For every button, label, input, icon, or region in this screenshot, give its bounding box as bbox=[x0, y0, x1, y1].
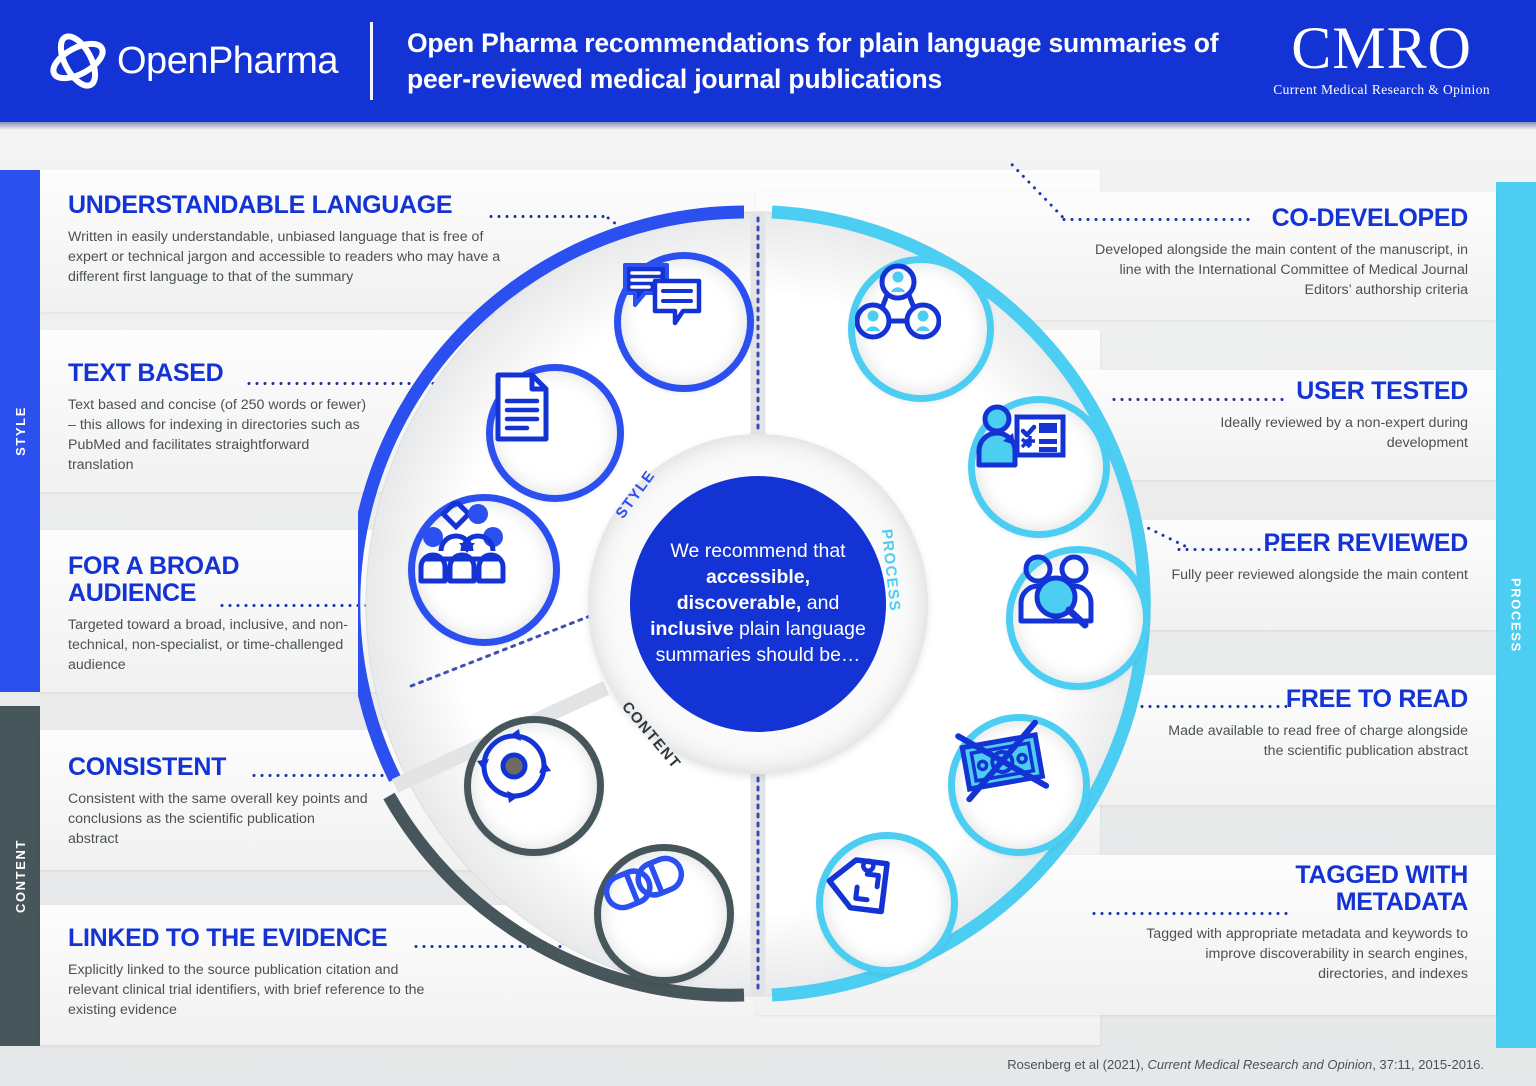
citation-suffix: , 37:11, 2015-2016. bbox=[1372, 1057, 1484, 1072]
recommendation-title: USER TESTED bbox=[1296, 377, 1468, 405]
leader-line bbox=[1175, 548, 1285, 551]
header-divider bbox=[370, 22, 374, 100]
category-bar-style-label: STYLE bbox=[12, 406, 28, 456]
recommendation-tagged-metadata: TAGGED WITH METADATA Tagged with appropr… bbox=[1138, 862, 1468, 984]
recommendation-wheel: We recommend that accessible, discoverab… bbox=[358, 168, 1158, 1040]
citation-journal: Current Medical Research and Opinion bbox=[1147, 1057, 1373, 1072]
leader-line bbox=[245, 382, 500, 385]
recommendation-understandable-language: UNDERSTANDABLE LANGUAGE Written in easil… bbox=[68, 192, 518, 287]
recommendation-consistent: CONSISTENT Consistent with the same over… bbox=[68, 754, 368, 849]
openpharma-logo: OpenPharma bbox=[45, 28, 339, 94]
icon-bubble-user-tested[interactable] bbox=[968, 396, 1110, 538]
citation-footer: Rosenberg et al (2021), Current Medical … bbox=[1007, 1057, 1484, 1072]
recommendation-title: CONSISTENT bbox=[68, 753, 227, 781]
recommendation-title: FOR A BROAD AUDIENCE bbox=[68, 552, 240, 607]
recommendation-broad-audience: FOR A BROAD AUDIENCE Targeted toward a b… bbox=[68, 553, 358, 675]
citation-prefix: Rosenberg et al (2021), bbox=[1007, 1057, 1148, 1072]
cmro-logo: CMRO Current Medical Research & Opinion bbox=[1273, 18, 1490, 98]
recommendation-title: FREE TO READ bbox=[1285, 685, 1468, 713]
recommendation-title: CO-DEVELOPED bbox=[1271, 204, 1469, 232]
recommendation-body: Text based and concise (of 250 words or … bbox=[68, 397, 367, 474]
recommendation-free-to-read: FREE TO READ Made available to read free… bbox=[1168, 686, 1468, 761]
recommendation-body: Written in easily understandable, unbias… bbox=[68, 229, 501, 286]
recommendation-linked-evidence: LINKED TO THE EVIDENCE Explicitly linked… bbox=[68, 925, 448, 1020]
recommendation-title: LINKED TO THE EVIDENCE bbox=[68, 924, 388, 952]
category-bar-content: CONTENT bbox=[0, 706, 40, 1046]
openpharma-atom-icon bbox=[45, 28, 111, 94]
leader-line bbox=[1110, 398, 1285, 401]
leader-line bbox=[1122, 705, 1287, 708]
recommendation-text-based: TEXT BASED Text based and concise (of 25… bbox=[68, 360, 368, 476]
icon-bubble-broad-audience[interactable] bbox=[408, 494, 560, 646]
category-bar-process-label: PROCESS bbox=[1508, 577, 1524, 653]
recommendation-body: Fully peer reviewed alongside the main c… bbox=[1171, 567, 1468, 583]
wheel-hub: We recommend that accessible, discoverab… bbox=[588, 434, 928, 774]
page-title: Open Pharma recommendations for plain la… bbox=[407, 27, 1219, 94]
leader-line bbox=[1060, 218, 1250, 221]
recommendation-title: PEER REVIEWED bbox=[1263, 529, 1469, 557]
hub-core-text: We recommend that accessible, discoverab… bbox=[650, 540, 866, 666]
hub-core-message: We recommend that accessible, discoverab… bbox=[630, 476, 886, 732]
recommendation-body: Tagged with appropriate metadata and key… bbox=[1146, 926, 1468, 983]
icon-bubble-peer-reviewed[interactable] bbox=[1006, 546, 1150, 690]
recommendation-body: Developed alongside the main content of … bbox=[1094, 242, 1468, 299]
category-bar-process: PROCESS bbox=[1496, 182, 1536, 1048]
cmro-abbrev: CMRO bbox=[1291, 15, 1472, 81]
openpharma-wordmark: OpenPharma bbox=[117, 39, 339, 82]
icon-bubble-consistent[interactable] bbox=[464, 716, 604, 856]
leader-line bbox=[218, 604, 418, 607]
recommendation-body: Made available to read free of charge al… bbox=[1168, 723, 1468, 760]
icon-bubble-linked-evidence[interactable] bbox=[594, 844, 734, 984]
leader-line bbox=[250, 774, 470, 777]
recommendation-title: TAGGED WITH METADATA bbox=[1295, 861, 1468, 916]
icon-bubble-tagged-metadata[interactable] bbox=[816, 832, 958, 974]
recommendation-body: Explicitly linked to the source publicat… bbox=[68, 962, 425, 1019]
category-bar-style: STYLE bbox=[0, 170, 40, 692]
recommendation-co-developed: CO-DEVELOPED Developed alongside the mai… bbox=[1088, 205, 1468, 300]
icon-bubble-free-to-read[interactable] bbox=[948, 714, 1090, 856]
recommendation-peer-reviewed: PEER REVIEWED Fully peer reviewed alongs… bbox=[1148, 530, 1468, 585]
leader-line bbox=[1090, 912, 1290, 915]
category-bar-content-label: CONTENT bbox=[12, 838, 28, 914]
icon-bubble-co-developed[interactable] bbox=[848, 256, 994, 402]
leader-line bbox=[487, 215, 607, 218]
recommendation-title: TEXT BASED bbox=[68, 359, 224, 387]
cmro-fullname: Current Medical Research & Opinion bbox=[1273, 82, 1490, 97]
page-header: OpenPharma Open Pharma recommendations f… bbox=[0, 0, 1536, 130]
icon-bubble-text-based[interactable] bbox=[486, 364, 624, 502]
recommendation-title: UNDERSTANDABLE LANGUAGE bbox=[68, 191, 453, 219]
icon-bubble-understandable-language[interactable] bbox=[614, 252, 754, 392]
recommendation-body: Ideally reviewed by a non-expert during … bbox=[1220, 415, 1468, 452]
leader-line bbox=[412, 945, 562, 948]
recommendation-body: Consistent with the same overall key poi… bbox=[68, 791, 368, 848]
recommendation-user-tested: USER TESTED Ideally reviewed by a non-ex… bbox=[1148, 378, 1468, 453]
recommendation-body: Targeted toward a broad, inclusive, and … bbox=[68, 617, 348, 674]
